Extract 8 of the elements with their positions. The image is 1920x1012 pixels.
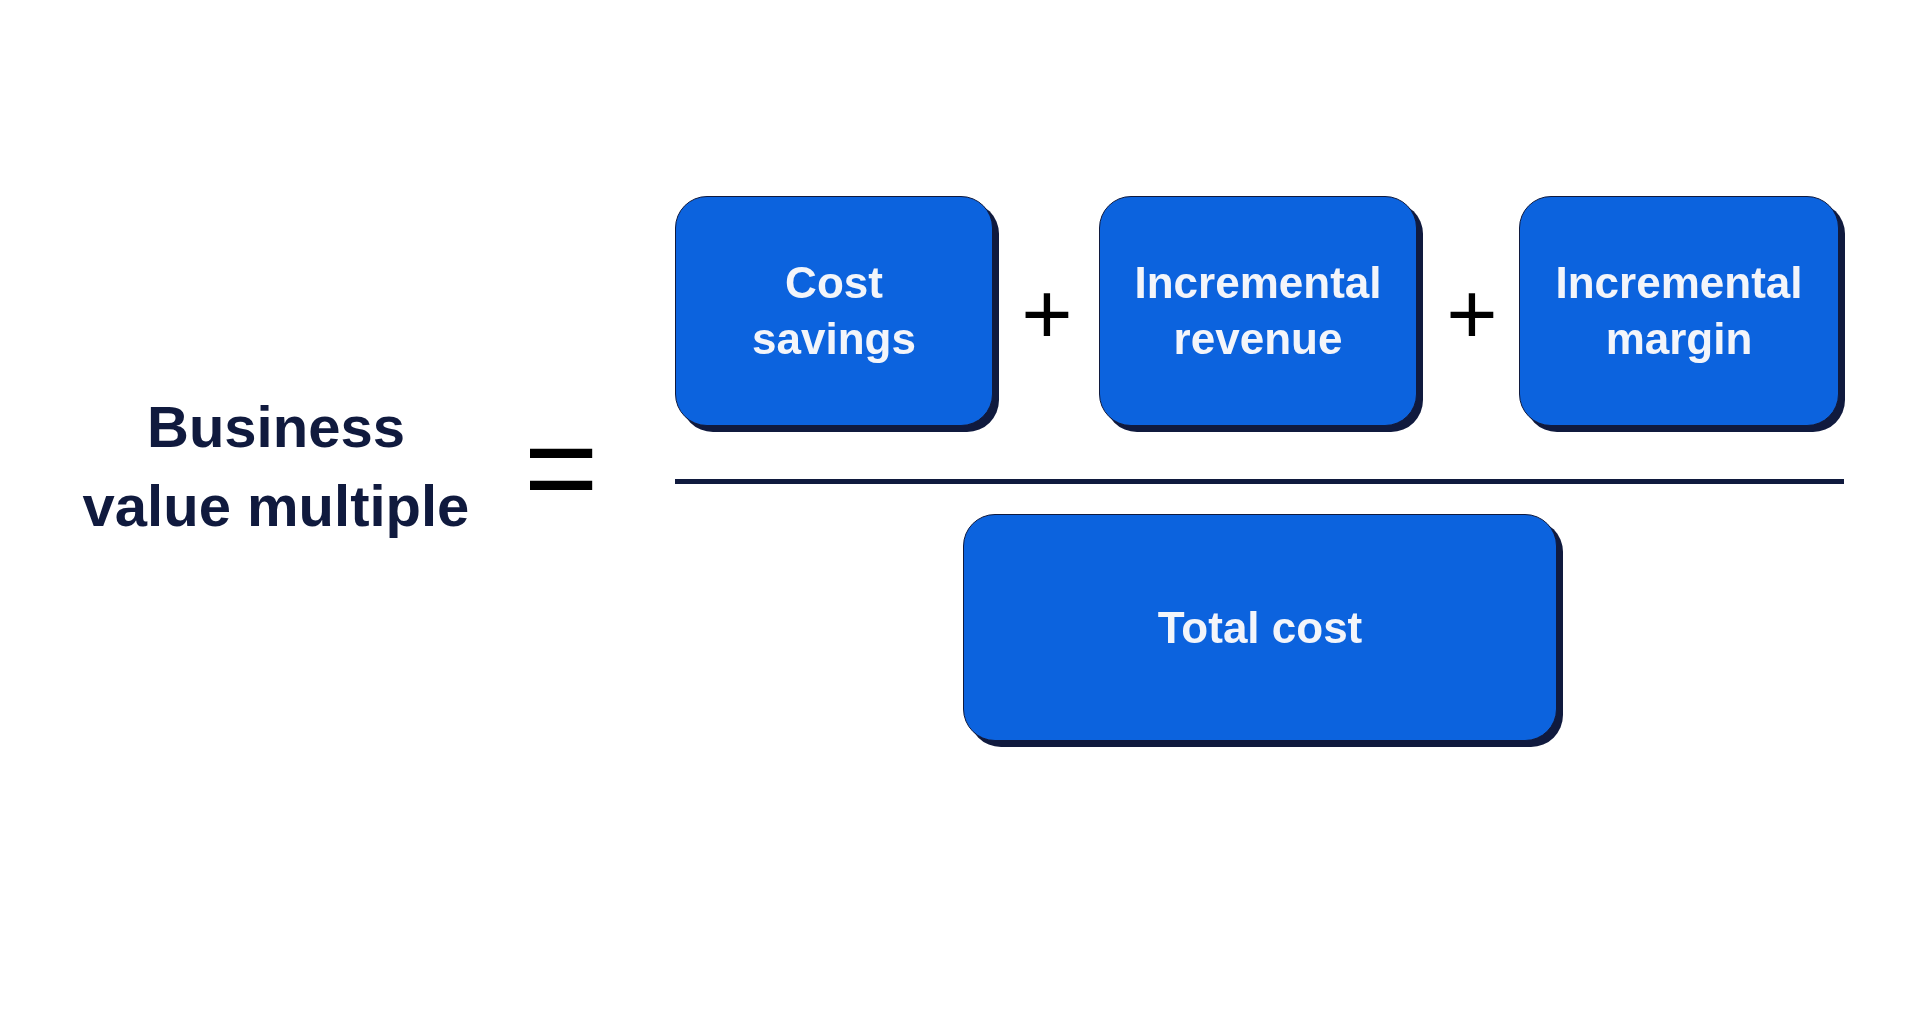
plus-sign: + xyxy=(1020,270,1074,358)
equals-sign: = xyxy=(522,404,600,532)
term-text: Total cost xyxy=(1157,601,1363,654)
term-text: Incremental revenue xyxy=(1133,257,1383,365)
plus-sign: + xyxy=(1445,270,1499,358)
term-text: Incremental margin xyxy=(1554,257,1804,365)
term-text: Cost savings xyxy=(751,257,917,365)
formula-title: Business value multiple xyxy=(81,393,471,540)
